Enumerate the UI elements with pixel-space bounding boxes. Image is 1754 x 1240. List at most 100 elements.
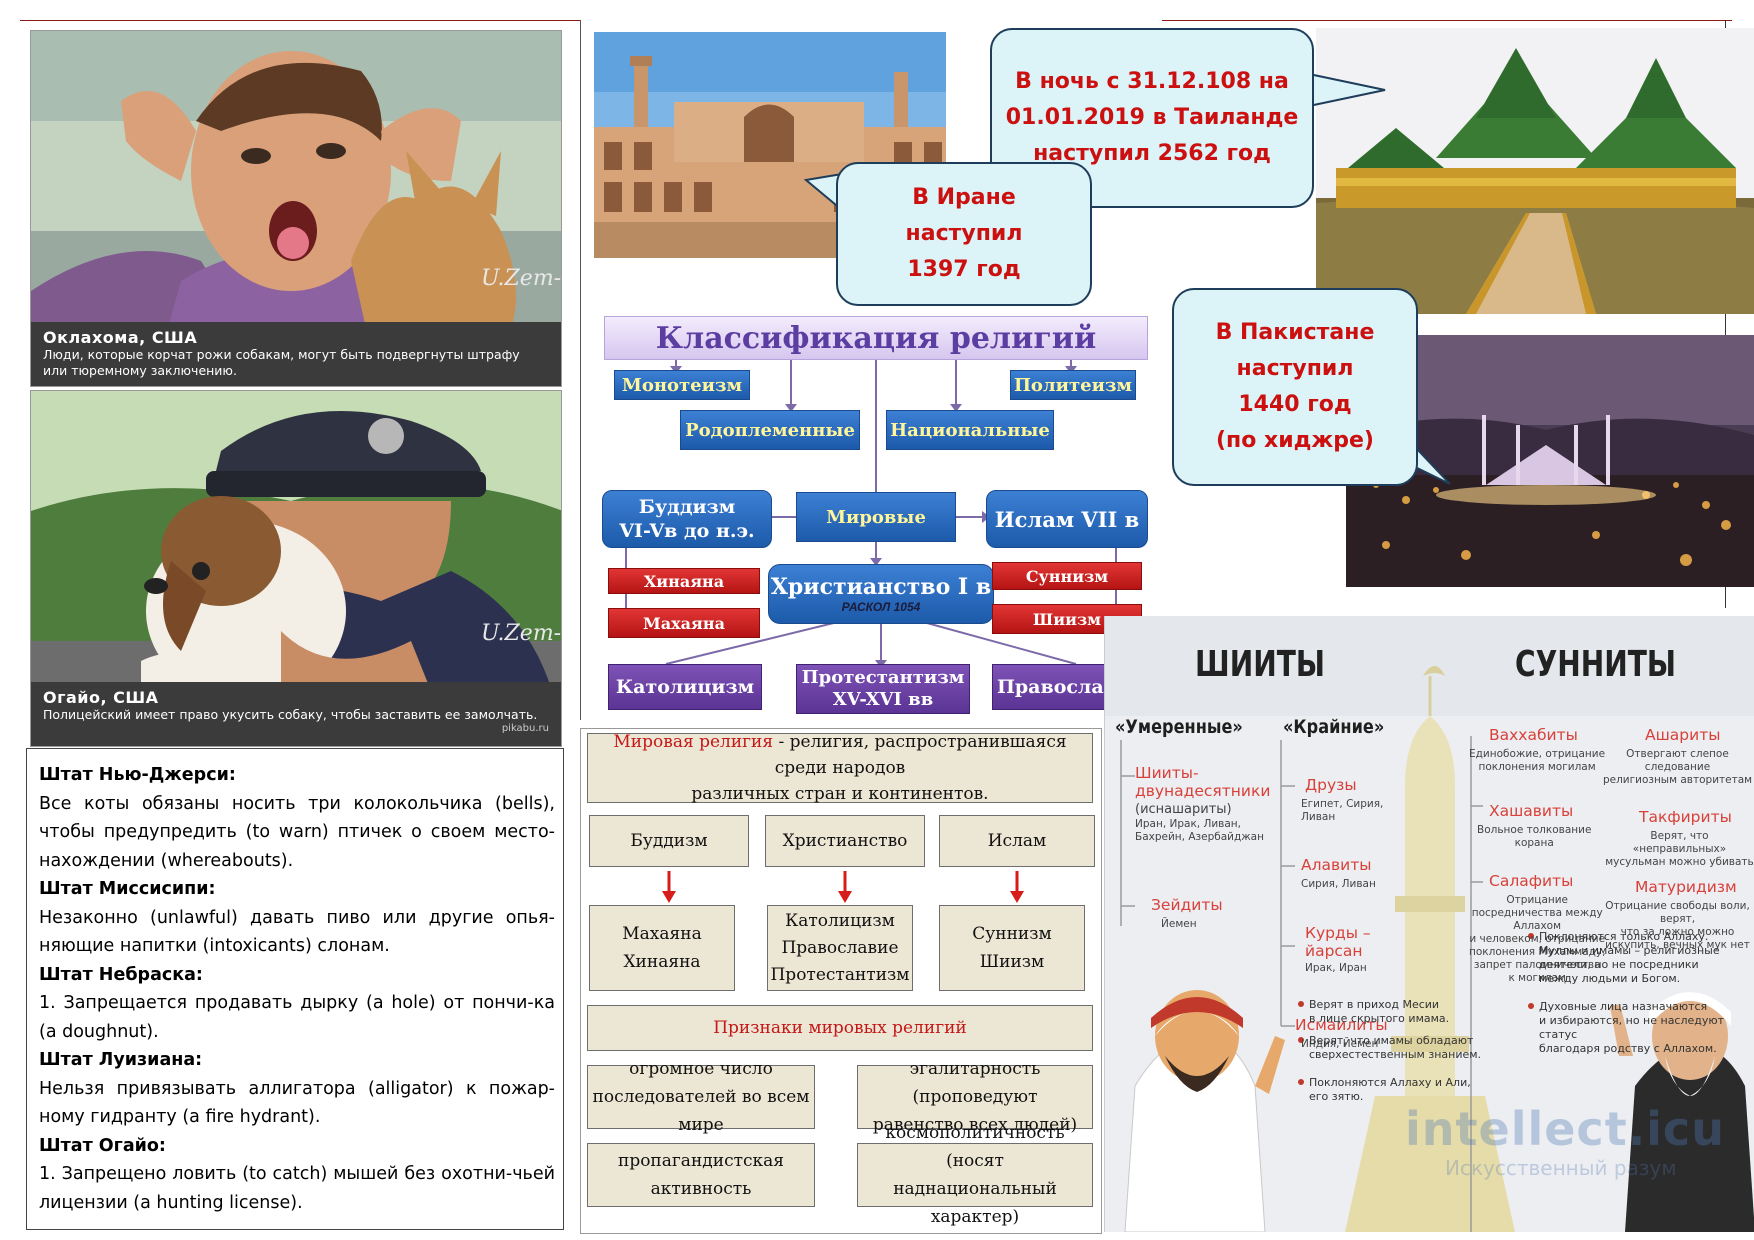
oklahoma-caption-title: Оклахома, США (43, 328, 198, 347)
sign-line: огромное число (629, 1059, 773, 1079)
table-arrows (662, 871, 1024, 903)
zaydis-note: Йемен (1161, 918, 1197, 930)
shia-bullet-1: Верят в приход Месии в лице скрытого има… (1309, 998, 1449, 1026)
buddhism-branch: Хинаяна (623, 952, 701, 972)
bullet-line: в лице скрытого имама. (1309, 1012, 1450, 1025)
note-line: Бахрейн, Азербайджан (1135, 831, 1264, 843)
kurds-line: Курды – (1305, 924, 1371, 942)
druze-label: Друзы (1305, 776, 1357, 794)
note-line: религиозным авторитетам (1602, 774, 1753, 786)
sunni-title: СУННИТЫ (1515, 644, 1677, 685)
watermark-subtext: Искусственный разум (1445, 1156, 1677, 1180)
zaydis-label: Зейдиты (1151, 896, 1223, 914)
maturidis-label: Матуридизм (1635, 878, 1737, 896)
cartoon-ohio: U.Zem- Огайо, США Полицейский имеет прав… (30, 390, 562, 747)
photo-thailand (1316, 28, 1754, 314)
islam-branches: Суннизм Шиизм (939, 905, 1085, 991)
wahhabis-note: Единобожие, отрицание поклонения могилам (1469, 748, 1605, 774)
alawites-note: Сирия, Ливан (1301, 878, 1376, 890)
sign-line: пропагандистская (617, 1151, 784, 1171)
scheme-hinayana: Хинаяна (608, 568, 760, 594)
scheme-mahayana: Махаяна (608, 608, 760, 638)
note-line: Отрицание свободы воли, верят, (1605, 900, 1750, 925)
islam-branch: Шиизм (979, 952, 1045, 972)
note-line: поклонения Мухаммаду, (1469, 946, 1606, 958)
oklahoma-signature: U.Zem- (481, 266, 562, 291)
sign-line: эгалитарность (проповедуют (909, 1059, 1041, 1107)
bullet-line: и избираются, но не наследуют статус (1539, 1014, 1725, 1041)
hashawis-note: Вольное толкование корана (1477, 824, 1591, 850)
scheme-world-religions: Мировые (796, 492, 956, 542)
ohio-caption-title: Огайо, США (43, 688, 159, 707)
note-line: поклонения могилам (1478, 761, 1596, 773)
oklahoma-caption-line1: Люди, которые корчат рожи собакам, могут… (43, 347, 520, 362)
note-line: Иран, Ирак, Ливан, (1135, 818, 1242, 830)
bullet-line: Верят, что имамы обладают (1309, 1034, 1474, 1047)
note-line: к могилам (1508, 972, 1566, 984)
extreme-label: «Крайние» (1283, 716, 1385, 738)
definition-rest2: различных стран и континентов. (691, 784, 989, 804)
thailand-bubble-line3: наступил 2562 год (1033, 141, 1271, 166)
note-line: Аллахом (1513, 920, 1562, 932)
law-state: Штат Луизиана: (39, 1050, 203, 1070)
note-line: Отвергают слепое следование (1626, 748, 1729, 773)
frame-mid-line (580, 20, 581, 720)
note-line: Единобожие, отрицание (1469, 748, 1606, 760)
signs-title-text: Признаки мировых религий (713, 1018, 967, 1038)
shia-sunni-infographic: ШИИТЫ СУННИТЫ «Умеренные» «Крайние» Шиит… (1104, 616, 1754, 1232)
bullet-line: сверхестественным знанием. (1309, 1048, 1482, 1061)
christianity-branch: Протестантизм (770, 964, 910, 985)
shia-title: ШИИТЫ (1195, 644, 1325, 685)
sign-cosmopolitanism: космополитичность (носят наднациональный… (857, 1123, 1093, 1227)
note-line: Вольное толкование (1477, 824, 1592, 836)
note-line: Египет, Сирия, (1301, 798, 1384, 810)
sign-propaganda: пропагандистская активность (587, 1143, 815, 1207)
christianity-branch: Православие (781, 937, 899, 958)
definition-rest1: - религия, распространившаяся среди наро… (773, 732, 1067, 778)
bullet-line: Верят в приход Месии (1309, 998, 1440, 1011)
ismailis-note: Индия, Йемен (1301, 1038, 1379, 1050)
takfiris-note: Верят, что «неправильных» мусульман можн… (1605, 830, 1754, 869)
sign-egalitarianism: эгалитарность (проповедуют равенство все… (857, 1059, 1093, 1135)
bullet-line: Поклоняются только Аллаху. (1539, 930, 1709, 943)
ohio-caption-text: Полицейский имеет право укусить собаку, … (43, 707, 538, 722)
note-line: искупить, вечных мук нет (1605, 939, 1750, 951)
iran-bubble-line1: В Иране (912, 185, 1016, 210)
iran-building-image (594, 32, 946, 258)
scheme-polytheism: Политеизм (1010, 370, 1136, 400)
scheme-title: Классификация религий (604, 316, 1148, 360)
thailand-temple-image (1316, 28, 1754, 314)
scheme-catholicism: Католицизм (608, 664, 762, 710)
thailand-bubble: В ночь с 31.12.108 на 01.01.2019 в Таила… (990, 28, 1314, 208)
sign-line: последователей во всем мире (592, 1087, 810, 1135)
twelvers-line: Шииты- (1135, 764, 1199, 782)
note-line: (иснашариты) (1135, 802, 1232, 817)
salafis-note: Отрицание посредничества между Аллахом и… (1469, 894, 1605, 985)
shia-bullet-3: Поклоняются Аллаху и Али, его зятю. (1309, 1076, 1471, 1104)
ohio-signature: U.Zem- (481, 621, 562, 646)
bullet-line: Поклоняются Аллаху и Али, (1309, 1076, 1471, 1089)
note-line: Отрицание (1506, 894, 1569, 906)
cartoon-oklahoma: U.Zem- Оклахома, США Люди, которые корча… (30, 30, 562, 387)
ohio-source: pikabu.ru (501, 723, 549, 734)
shia-bullet-2: Верят, что имамы обладают сверхестествен… (1309, 1034, 1481, 1062)
signs-title: Признаки мировых религий (587, 1005, 1093, 1051)
iran-bubble: В Иране наступил 1397 год (836, 162, 1092, 306)
scheme-tribal: Родоплеменные (680, 410, 860, 450)
note-line: Ливан (1301, 811, 1336, 823)
bullet-line: благодаря родству с Аллахом. (1539, 1042, 1717, 1055)
islam-branch: Суннизм (972, 924, 1052, 944)
note-line: мусульман можно убивать (1605, 856, 1754, 868)
scheme-schism-label: РАСКОЛ 1054 (841, 600, 921, 614)
thailand-bubble-line1: В ночь с 31.12.108 на (1015, 69, 1289, 94)
note-line: запрет паломничества (1473, 959, 1601, 971)
maturidis-note: Отрицание свободы воли, верят, что за ло… (1601, 900, 1754, 952)
col-head-buddhism: Буддизм (589, 815, 749, 867)
buddhism-branch: Махаяна (622, 924, 702, 944)
thailand-bubble-line2: 01.01.2019 в Таиланде (1005, 105, 1299, 130)
scheme-buddhism-line2: VI-Vв до н.э. (619, 520, 755, 542)
law-text: Все коты обязаны носить три колокольчика… (39, 793, 555, 871)
alawites-label: Алавиты (1301, 856, 1372, 874)
bullet-line: Духовные лица назначаются (1539, 1000, 1708, 1013)
scheme-christianity-label: Христианство I в (770, 574, 992, 600)
